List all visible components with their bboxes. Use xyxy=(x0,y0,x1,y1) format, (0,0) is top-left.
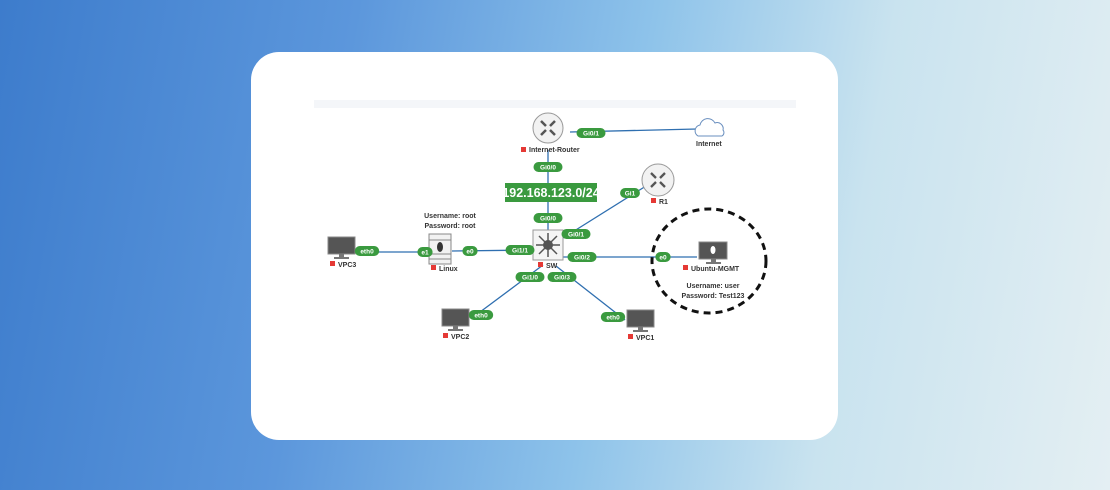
port-badge-vpc1_eth0: eth0 xyxy=(600,312,626,322)
status-icon xyxy=(443,333,448,338)
cloud-icon xyxy=(694,118,725,137)
node-label: VPC1 xyxy=(636,335,654,342)
badge-bg xyxy=(417,247,433,257)
r1-node[interactable]: R1 xyxy=(641,163,675,206)
monitor-icon xyxy=(626,309,655,328)
status-icon xyxy=(538,262,543,267)
port-badge-linux_e0: e0 xyxy=(462,246,478,256)
node-label: VPC2 xyxy=(451,334,469,341)
monitor-icon xyxy=(441,308,470,327)
linux-icon xyxy=(710,246,716,254)
port-badge-sw_gi03: Gi0/3 xyxy=(547,272,577,282)
vpc1-node[interactable]: VPC1 xyxy=(626,309,655,342)
port-badge-sw_gi02: Gi0/2 xyxy=(567,252,597,262)
port-label: Gi1 xyxy=(625,190,636,197)
port-badge-ub_e0: e0 xyxy=(655,252,671,262)
status-icon xyxy=(628,334,633,339)
router-icon xyxy=(641,163,675,197)
highlight-circle xyxy=(650,207,768,315)
badge-bg xyxy=(354,246,380,256)
port-badge-vpc3_eth0: eth0 xyxy=(354,246,380,256)
port-label: Gi1/1 xyxy=(512,247,528,254)
badge-bg xyxy=(600,312,626,322)
port-label: eth0 xyxy=(360,248,374,255)
port-label: Gi0/2 xyxy=(574,254,590,261)
badge-bg xyxy=(533,213,563,223)
port-label: Gi0/0 xyxy=(540,164,556,171)
status-icon xyxy=(683,265,688,270)
badge-bg xyxy=(620,188,640,198)
node-label: Ubuntu-MGMT xyxy=(691,266,740,273)
port-badge-ir_gi00: Gi0/0 xyxy=(533,162,563,172)
port-label: eth0 xyxy=(606,314,620,321)
router-icon xyxy=(532,112,564,144)
subnet-box xyxy=(505,183,597,202)
node-label: VPC3 xyxy=(338,262,356,269)
top-band xyxy=(314,100,796,108)
node-label: Linux xyxy=(439,266,458,273)
node-label: Internet-Router xyxy=(529,147,580,154)
badge-bg xyxy=(462,246,478,256)
badge-bg xyxy=(547,272,577,282)
badge-bg xyxy=(515,272,545,282)
linux-node[interactable]: Username: root Password: root Linux xyxy=(424,213,476,273)
badge-bg xyxy=(533,162,563,172)
ubuntu-password: Password: Test123 xyxy=(682,293,745,300)
port-label: Gi0/1 xyxy=(583,130,599,137)
subnet-label: 192.168.123.0/24 xyxy=(502,186,599,200)
port-badge-linux_e1: e1 xyxy=(417,247,433,257)
port-badge-sw_gi00: Gi0/0 xyxy=(533,213,563,223)
port-label: e0 xyxy=(659,254,667,261)
node-label: Internet xyxy=(696,141,722,148)
links xyxy=(360,128,698,321)
linux-password: Password: root xyxy=(425,223,477,230)
internet-router-node[interactable]: Internet-Router xyxy=(521,112,580,154)
port-label: Gi0/0 xyxy=(540,215,556,222)
badge-bg xyxy=(567,252,597,262)
port-badge-sw_gi10: Gi1/0 xyxy=(515,272,545,282)
port-label: e0 xyxy=(466,248,474,255)
port-label: Gi1/0 xyxy=(522,274,538,281)
badge-bg xyxy=(576,128,606,138)
status-icon xyxy=(521,147,526,152)
status-icon xyxy=(651,198,656,203)
badge-bg xyxy=(561,229,591,239)
ubuntu-node[interactable]: Ubuntu-MGMT Username: user Password: Tes… xyxy=(682,241,745,300)
linux-icon xyxy=(437,242,443,252)
internet-node[interactable]: Internet xyxy=(694,118,725,148)
status-icon xyxy=(431,265,436,270)
port-badge-vpc2_eth0: eth0 xyxy=(468,310,494,320)
node-label: R1 xyxy=(659,199,668,206)
badge-bg xyxy=(468,310,494,320)
node-label: SW xyxy=(546,263,558,270)
monitor-icon xyxy=(327,236,356,255)
port-label: eth0 xyxy=(474,312,488,319)
port-badge-sw_gi01: Gi0/1 xyxy=(561,229,591,239)
badge-bg xyxy=(505,245,535,255)
port-badge-sw_gi11: Gi1/1 xyxy=(505,245,535,255)
port-badge-r1_gi1: Gi1 xyxy=(620,188,640,198)
port-label: Gi0/1 xyxy=(568,231,584,238)
port-label: Gi0/3 xyxy=(554,274,570,281)
badge-bg xyxy=(655,252,671,262)
sw-node[interactable]: SW xyxy=(532,229,564,270)
vpc2-node[interactable]: VPC2 xyxy=(441,308,470,341)
port-badge-ir_gi01: Gi0/1 xyxy=(576,128,606,138)
ubuntu-username: Username: user xyxy=(687,283,740,290)
port-label: e1 xyxy=(421,249,429,256)
status-icon xyxy=(330,261,335,266)
linux-username: Username: root xyxy=(424,213,476,220)
vpc3-node[interactable]: VPC3 xyxy=(327,236,356,269)
